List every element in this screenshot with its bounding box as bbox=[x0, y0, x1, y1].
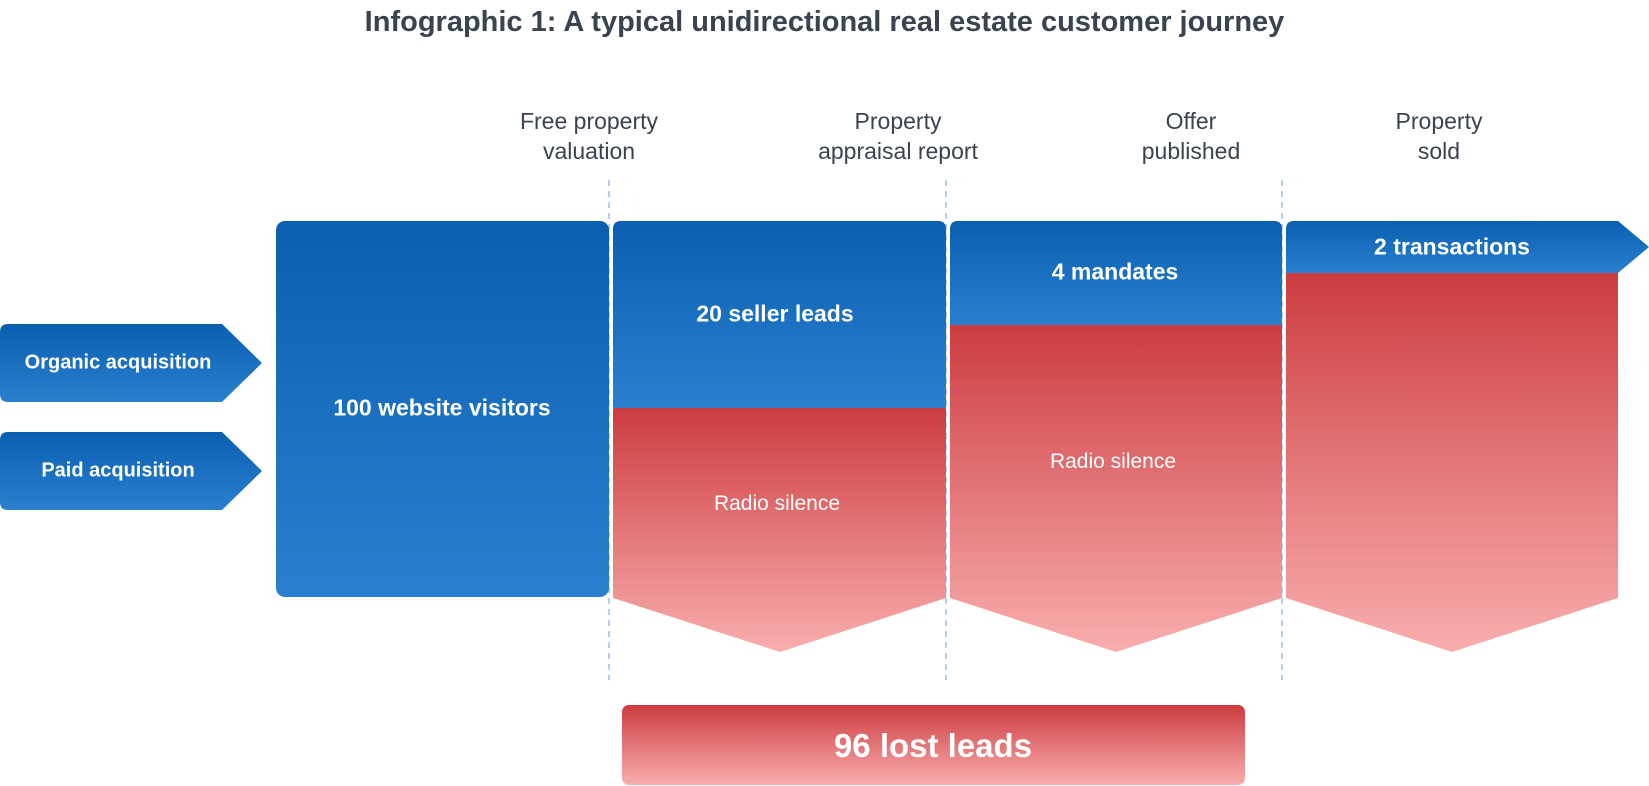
mandates-silence-shape bbox=[950, 325, 1282, 652]
transactions-arrow bbox=[1286, 221, 1649, 273]
radio-silence-label-1: Radio silence bbox=[713, 492, 841, 515]
lost-leads-bar bbox=[622, 705, 1245, 785]
leads-silence-shape bbox=[613, 408, 946, 652]
leads-box bbox=[613, 221, 946, 408]
stage-label-offer-published: Offer published bbox=[1141, 108, 1241, 164]
organic-acquisition-arrow bbox=[0, 324, 262, 402]
mandates-label: 4 mandates bbox=[1051, 258, 1179, 285]
stage-label-property-sold: Property sold bbox=[1395, 108, 1483, 164]
lost-leads-label: 96 lost leads bbox=[833, 727, 1033, 764]
stage-label-property-appraisal-report: Property appraisal report bbox=[818, 108, 978, 164]
paid-acquisition-label: Paid acquisition bbox=[41, 459, 195, 482]
visitors-label: 100 website visitors bbox=[333, 394, 551, 421]
transactions-silence-shape bbox=[1286, 273, 1618, 652]
mandates-box bbox=[950, 221, 1282, 325]
infographic-title: Infographic 1: A typical unidirectional … bbox=[364, 6, 1285, 38]
leads-label: 20 seller leads bbox=[696, 300, 854, 327]
visitors-box bbox=[276, 221, 609, 597]
transactions-label: 2 transactions bbox=[1374, 233, 1530, 260]
organic-acquisition-label: Organic acquisition bbox=[24, 351, 212, 374]
radio-silence-label-2: Radio silence bbox=[1049, 450, 1177, 473]
stage-label-free-property-valuation: Free property valuation bbox=[519, 108, 659, 164]
paid-acquisition-arrow bbox=[0, 432, 262, 510]
